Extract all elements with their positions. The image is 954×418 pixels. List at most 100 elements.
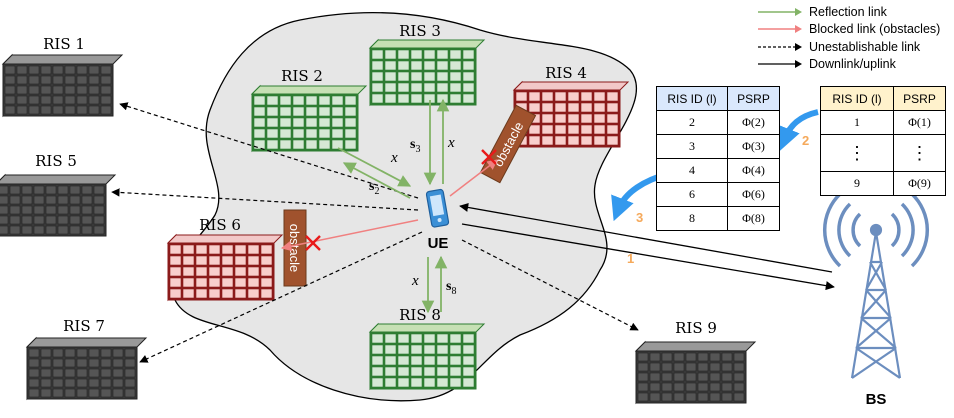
ris-element bbox=[28, 388, 40, 398]
ris-element bbox=[580, 113, 593, 124]
ris-element bbox=[93, 225, 105, 235]
ris-element bbox=[709, 392, 721, 402]
ris-element bbox=[234, 255, 247, 266]
ris-element bbox=[384, 344, 397, 355]
ris-element bbox=[4, 105, 16, 115]
ris-element bbox=[88, 65, 100, 75]
ris-element bbox=[371, 82, 384, 93]
ris-element bbox=[410, 49, 423, 60]
ris-element bbox=[76, 388, 88, 398]
ris-element bbox=[221, 288, 234, 299]
ris-element bbox=[649, 362, 661, 372]
ris-element bbox=[331, 106, 344, 117]
bs-table-id: 9 bbox=[820, 171, 894, 196]
ris-element bbox=[410, 60, 423, 71]
ris-element bbox=[4, 75, 16, 85]
ris-element bbox=[721, 392, 733, 402]
blocked-cross-icon bbox=[305, 149, 497, 251]
ris1-panel: RIS 1 bbox=[1, 35, 124, 118]
ue-table-id: 6 bbox=[656, 182, 728, 207]
ris-element bbox=[554, 113, 567, 124]
ris-element bbox=[112, 348, 124, 358]
ris-element bbox=[344, 106, 357, 117]
ris-element bbox=[567, 113, 580, 124]
ris-element bbox=[88, 85, 100, 95]
ris-element bbox=[541, 113, 554, 124]
ris-element bbox=[733, 362, 745, 372]
ris-element bbox=[52, 65, 64, 75]
ris-element bbox=[221, 244, 234, 255]
ue-phone-icon bbox=[425, 188, 450, 228]
bs-table-header-id: RIS ID (l) bbox=[820, 86, 894, 111]
ris-element bbox=[606, 102, 619, 113]
ris-element bbox=[554, 91, 567, 102]
ris-element bbox=[384, 355, 397, 366]
link-ue-ris1 bbox=[119, 102, 419, 199]
ris-element bbox=[436, 377, 449, 388]
ris-element bbox=[40, 95, 52, 105]
ris-element bbox=[57, 195, 69, 205]
ris-element bbox=[260, 255, 273, 266]
ris-element bbox=[685, 352, 697, 362]
ris-element bbox=[697, 392, 709, 402]
ris-element bbox=[16, 65, 28, 75]
ris-element bbox=[40, 65, 52, 75]
ris-element bbox=[52, 378, 64, 388]
ris-element bbox=[57, 185, 69, 195]
ris-element bbox=[16, 105, 28, 115]
ris-element bbox=[28, 348, 40, 358]
ris-element bbox=[0, 225, 9, 235]
ris-element bbox=[64, 358, 76, 368]
ris5-panel: RIS 5 bbox=[0, 152, 117, 237]
ris-element bbox=[397, 344, 410, 355]
ris-element bbox=[397, 60, 410, 71]
ris-element bbox=[567, 124, 580, 135]
link-ue-ris9 bbox=[461, 239, 639, 331]
ris-element bbox=[253, 139, 266, 150]
ris-element bbox=[397, 82, 410, 93]
ris-element bbox=[81, 195, 93, 205]
ris-element bbox=[661, 382, 673, 392]
ue-table-id: 8 bbox=[656, 206, 728, 231]
ris-element bbox=[397, 355, 410, 366]
ris-element bbox=[208, 277, 221, 288]
ris-element bbox=[182, 255, 195, 266]
ris-element bbox=[247, 288, 260, 299]
ris-element bbox=[567, 91, 580, 102]
ris-element bbox=[371, 366, 384, 377]
ris-element bbox=[76, 348, 88, 358]
bs-table-psrp: Φ(1) bbox=[893, 110, 946, 135]
ris-element bbox=[266, 128, 279, 139]
ris-element bbox=[0, 215, 9, 225]
ris-element bbox=[449, 49, 462, 60]
svg-text:obstacle: obstacle bbox=[287, 224, 302, 272]
ris-element bbox=[182, 244, 195, 255]
ris-element bbox=[305, 106, 318, 117]
ris-element bbox=[28, 358, 40, 368]
ris-element bbox=[436, 344, 449, 355]
ris-element bbox=[449, 377, 462, 388]
ris9-panel: RIS 9 bbox=[634, 319, 757, 405]
ris-element bbox=[88, 358, 100, 368]
legend-item-reflection: Reflection link bbox=[757, 3, 940, 21]
ris-element bbox=[449, 366, 462, 377]
ris-element bbox=[57, 205, 69, 215]
ris-element bbox=[344, 117, 357, 128]
ris-element bbox=[40, 105, 52, 115]
ris-element bbox=[45, 215, 57, 225]
ris-element bbox=[733, 392, 745, 402]
ris-element bbox=[580, 102, 593, 113]
ris-element bbox=[661, 392, 673, 402]
ris-element bbox=[384, 93, 397, 104]
ris-element bbox=[371, 93, 384, 104]
ris-element bbox=[247, 244, 260, 255]
ris-element bbox=[182, 266, 195, 277]
ris-element bbox=[541, 102, 554, 113]
ris-element bbox=[52, 348, 64, 358]
ris-element bbox=[253, 117, 266, 128]
ris-element bbox=[318, 95, 331, 106]
ris-element bbox=[64, 95, 76, 105]
ris-element bbox=[462, 366, 475, 377]
ris-element bbox=[423, 49, 436, 60]
